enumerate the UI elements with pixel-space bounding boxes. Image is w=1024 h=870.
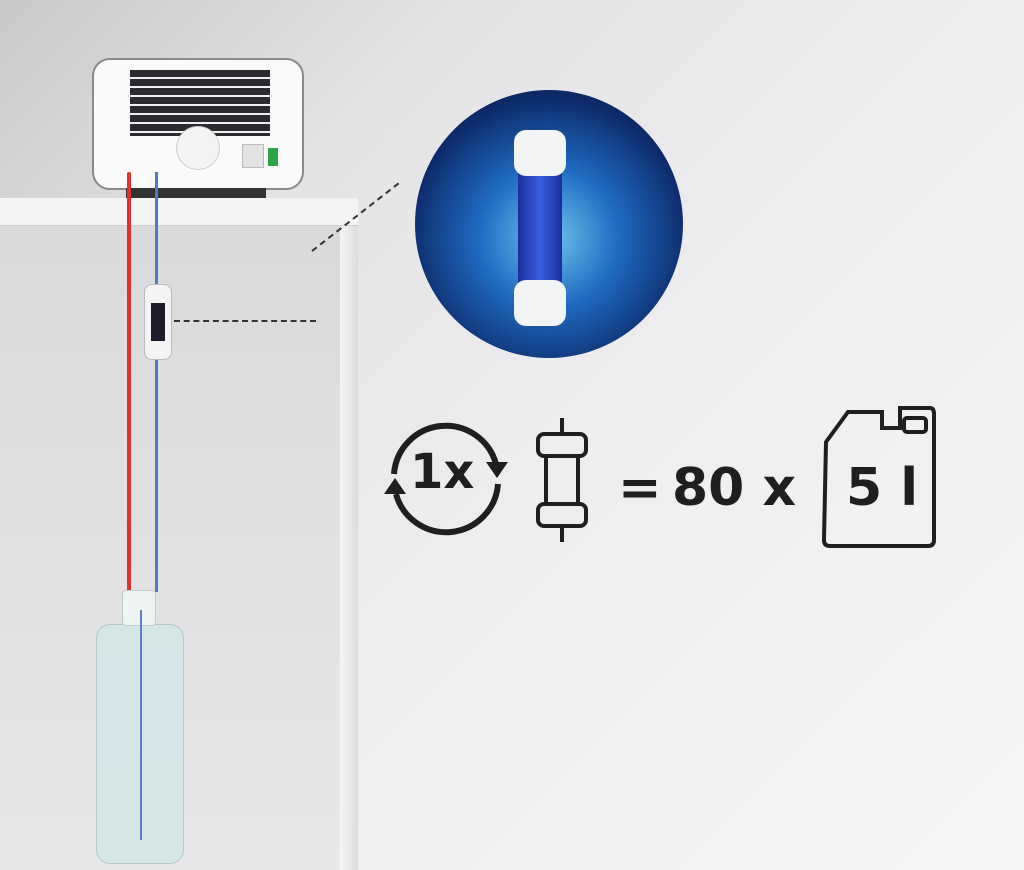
power-switch — [268, 148, 278, 166]
table-leg — [340, 226, 358, 870]
filter-closeup — [415, 90, 683, 358]
canister-volume: 5 l — [846, 458, 919, 518]
ultrasonic-cleaner-device — [92, 58, 304, 190]
filter-cartridge — [514, 130, 566, 326]
liquid-bottle — [96, 590, 184, 866]
cycle-arrows-icon — [384, 422, 508, 536]
inline-filter — [144, 284, 172, 360]
power-socket — [242, 144, 264, 168]
callout-line — [174, 320, 316, 322]
tabletop — [0, 198, 358, 226]
inlet-tube-blue — [155, 172, 158, 592]
canister-icon — [821, 406, 936, 548]
control-knob — [176, 126, 220, 170]
vent-grille — [130, 70, 270, 136]
device-base — [126, 188, 266, 198]
cycle-count: 1x — [410, 444, 475, 500]
equals-sign: = — [618, 458, 662, 518]
filter-icon — [536, 418, 588, 542]
multiplier: 80 x — [672, 458, 797, 518]
outlet-tube-red — [127, 172, 131, 592]
